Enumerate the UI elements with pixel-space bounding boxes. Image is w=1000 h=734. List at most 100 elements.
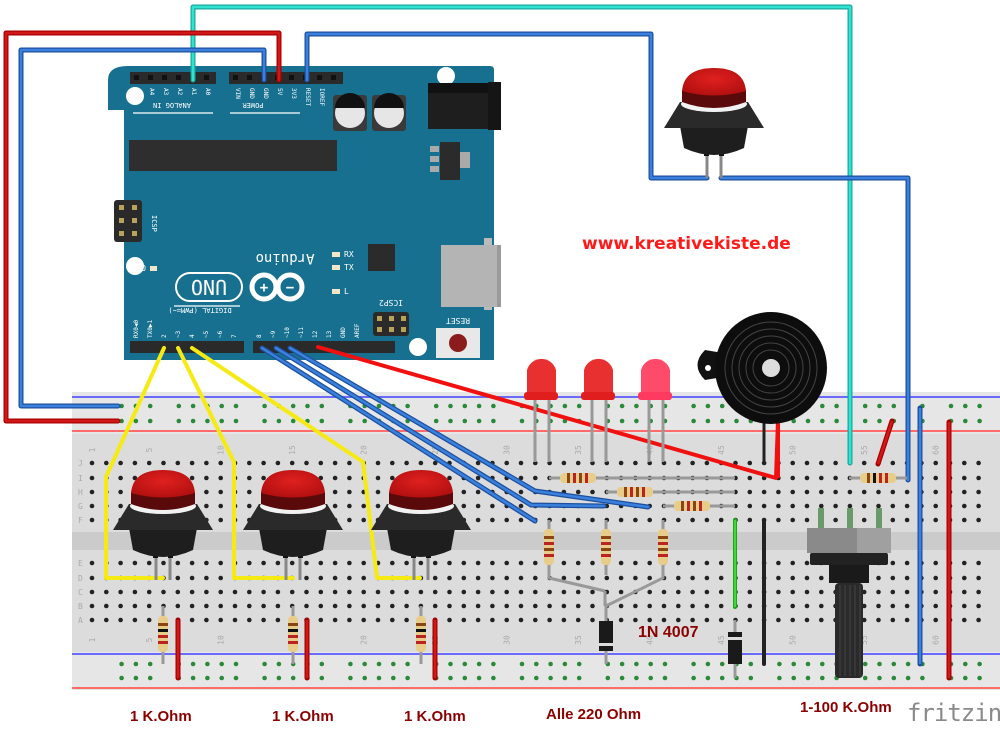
rail-hole xyxy=(119,418,124,424)
breadboard-hole xyxy=(347,517,352,523)
rail-hole xyxy=(634,418,639,424)
rail-hole xyxy=(190,675,196,681)
wire-yellow-pin3[interactable] xyxy=(176,346,295,580)
breadboard-hole xyxy=(962,475,967,481)
breadboard-hole xyxy=(876,575,881,581)
breadboard-hole xyxy=(432,560,438,566)
breadboard-hole xyxy=(690,460,695,466)
breadboard-hole xyxy=(275,460,281,466)
breadboard-hole xyxy=(461,575,467,581)
breadboard-hole xyxy=(604,575,610,581)
pushbutton-3[interactable] xyxy=(371,470,471,580)
breadboard-hole xyxy=(890,503,896,509)
breadboard-hole xyxy=(189,589,195,595)
rail-hole xyxy=(262,675,267,681)
breadboard-hole xyxy=(475,475,481,481)
potentiometer[interactable] xyxy=(807,508,891,678)
rail-hole xyxy=(691,661,696,667)
rail-hole xyxy=(433,418,439,424)
breadboard-hole xyxy=(504,589,510,595)
pushbutton-2[interactable] xyxy=(243,470,343,580)
reset-button[interactable]: RESET xyxy=(436,316,480,358)
breadboard-hole xyxy=(676,575,681,581)
rail-hole xyxy=(319,661,325,667)
rail-hole xyxy=(176,403,182,409)
digital-pin-label: ~10 xyxy=(284,327,291,338)
pushbutton-reset[interactable] xyxy=(664,68,764,178)
breadboard-hole xyxy=(518,589,524,595)
rail-hole xyxy=(977,661,982,667)
breadboard-hole xyxy=(490,603,495,609)
breadboard-hole xyxy=(976,517,981,523)
arduino-logo: UNO + − Arduino xyxy=(175,250,315,302)
rail-hole xyxy=(576,675,582,681)
breadboard-hole xyxy=(132,617,138,623)
breadboard-hole xyxy=(819,460,824,466)
breadboard-hole xyxy=(933,589,938,595)
breadboard-hole xyxy=(633,560,638,566)
rail-hole xyxy=(147,675,153,681)
rail-hole xyxy=(462,661,468,667)
breadboard-hole xyxy=(89,475,95,481)
rail-hole xyxy=(362,675,368,681)
rail-hole xyxy=(662,675,668,681)
breadboard-hole xyxy=(590,517,595,523)
rail-hole xyxy=(648,675,653,681)
rail-hole xyxy=(705,418,711,424)
rail-hole xyxy=(691,675,696,681)
breadboard-hole xyxy=(633,460,638,466)
wire-yellow-pin4[interactable] xyxy=(190,346,422,580)
rail-hole xyxy=(205,418,210,424)
breadboard-hole xyxy=(375,460,381,466)
rail-hole xyxy=(719,661,725,667)
breadboard-hole xyxy=(747,503,753,509)
rail-hole xyxy=(219,403,224,409)
rail-hole xyxy=(705,403,711,409)
power-title: POWER xyxy=(242,101,264,109)
power-pin-label: GND xyxy=(262,88,269,99)
breadboard-hole xyxy=(318,617,324,623)
breadboard-hole xyxy=(332,489,338,495)
wire-yellow-pin2[interactable] xyxy=(104,346,166,580)
column-number: 50 xyxy=(789,445,798,455)
breadboard-hole xyxy=(561,603,567,609)
breadboard-hole xyxy=(261,460,266,466)
rail-hole xyxy=(176,418,182,424)
rail-hole xyxy=(619,675,625,681)
digital-pin-label: 12 xyxy=(312,330,319,338)
rail-hole xyxy=(862,403,868,409)
rail-hole xyxy=(448,403,453,409)
breadboard-hole xyxy=(647,517,652,523)
rail-hole xyxy=(519,418,525,424)
column-number: 45 xyxy=(717,635,726,645)
breadboard-hole xyxy=(890,460,896,466)
breadboard-hole xyxy=(647,603,652,609)
resistor-220-ohm xyxy=(658,529,668,565)
breadboard-hole xyxy=(204,475,209,481)
column-number: 15 xyxy=(288,445,297,455)
breadboard-hole xyxy=(218,517,223,523)
breadboard-hole xyxy=(490,517,495,523)
breadboard-hole xyxy=(904,617,910,623)
breadboard-hole xyxy=(247,589,252,595)
breadboard-hole xyxy=(976,589,981,595)
breadboard-hole xyxy=(189,560,195,566)
rail-hole xyxy=(362,418,368,424)
pushbutton-1[interactable] xyxy=(113,470,213,580)
rail-hole xyxy=(119,675,124,681)
breadboard-hole xyxy=(976,560,981,566)
rail-hole xyxy=(491,675,496,681)
rail-hole xyxy=(820,661,825,667)
resistor-220-ohm xyxy=(601,529,611,565)
breadboard-hole xyxy=(347,617,352,623)
breadboard-hole xyxy=(590,575,595,581)
breadboard-hole xyxy=(189,460,195,466)
rail-hole xyxy=(190,661,196,667)
breadboard-hole xyxy=(933,489,938,495)
rail-hole xyxy=(448,418,453,424)
rail-hole xyxy=(719,418,725,424)
analog-pin-label: A1 xyxy=(190,88,197,96)
breadboard-hole xyxy=(447,575,452,581)
breadboard-hole xyxy=(533,475,538,481)
